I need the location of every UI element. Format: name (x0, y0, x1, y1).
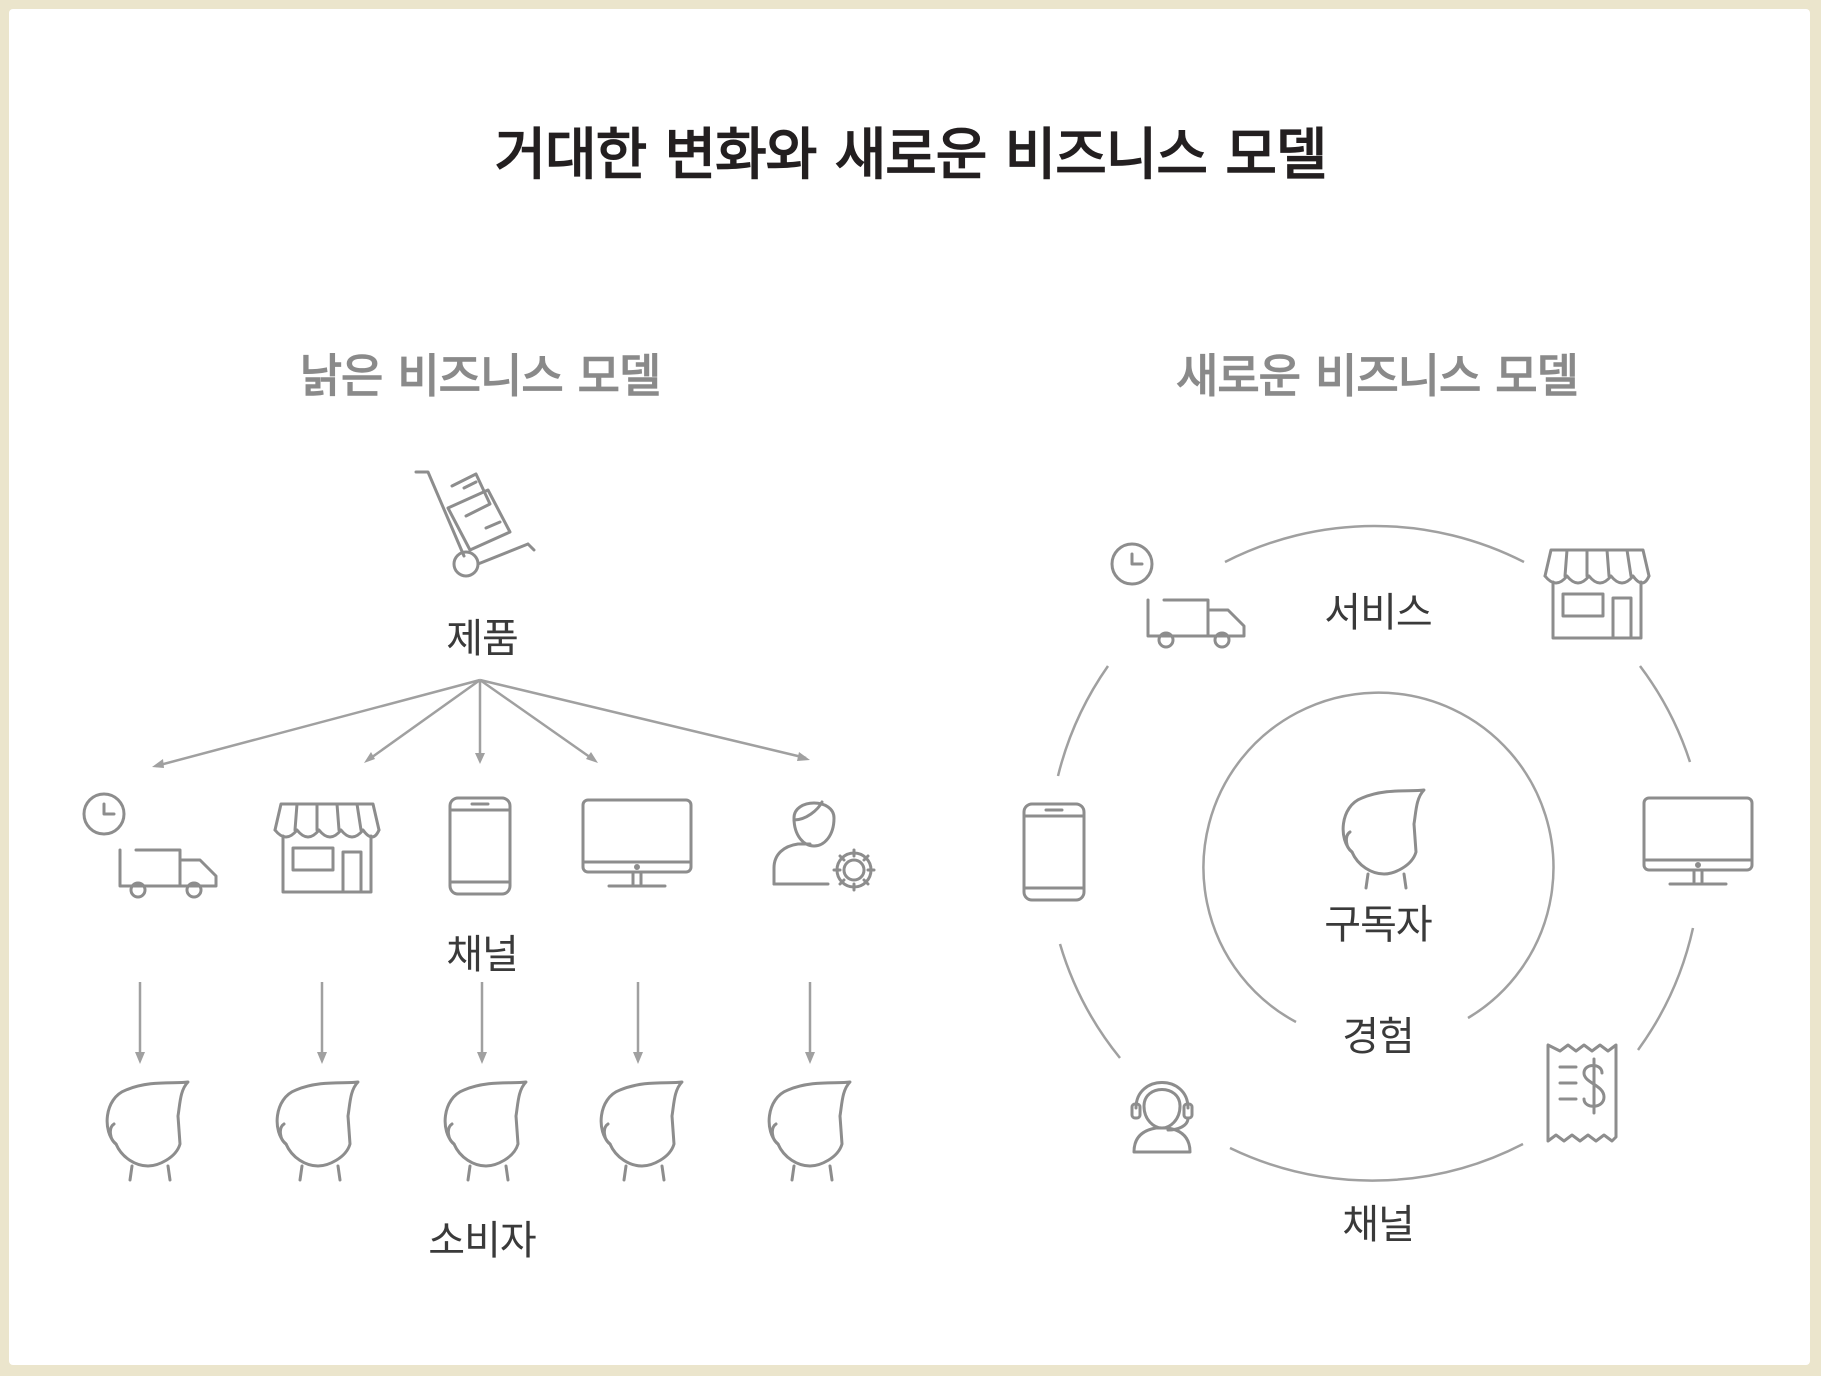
experience-label: 경험 (1342, 1014, 1415, 1060)
headset-agent-icon (1130, 1081, 1194, 1154)
diagram-card (9, 9, 1810, 1365)
service-label: 서비스 (1324, 590, 1432, 636)
consumer-head-icon (443, 1080, 528, 1182)
monitor-icon (581, 798, 693, 888)
consumer-head-icon (767, 1080, 852, 1182)
consumer-head-icon (275, 1080, 360, 1182)
receipt-icon (1546, 1043, 1618, 1143)
delivery-truck-icon (82, 792, 218, 899)
product-to-channel-arrows (152, 678, 810, 768)
storefront-icon (1543, 548, 1651, 640)
delivery-truck-icon (1110, 542, 1246, 649)
smartphone-icon (448, 796, 512, 896)
outer-ring (1056, 524, 1695, 1182)
inner-ring (1202, 691, 1555, 1024)
storefront-icon (273, 802, 381, 894)
new-model-heading: 새로운 비즈니스 모델 (1176, 349, 1579, 403)
consumer-head-icon (105, 1080, 190, 1182)
consumer-head-icon (599, 1080, 684, 1182)
smartphone-icon (1022, 802, 1086, 902)
product-label: 제품 (446, 616, 519, 662)
channel-label: 채널 (1342, 1202, 1415, 1248)
channel-label: 채널 (446, 932, 519, 978)
page-title: 거대한 변화와 새로운 비즈니스 모델 (494, 123, 1328, 188)
monitor-icon (1642, 796, 1754, 886)
consumer-label: 소비자 (428, 1218, 536, 1264)
support-agent-settings-icon (772, 800, 876, 892)
channel-to-consumer-arrows (135, 982, 815, 1064)
subscriber-head-icon (1341, 788, 1426, 890)
subscriber-label: 구독자 (1324, 902, 1432, 948)
dolly-product-icon (414, 470, 536, 578)
old-model-heading: 낡은 비즈니스 모델 (299, 349, 662, 403)
